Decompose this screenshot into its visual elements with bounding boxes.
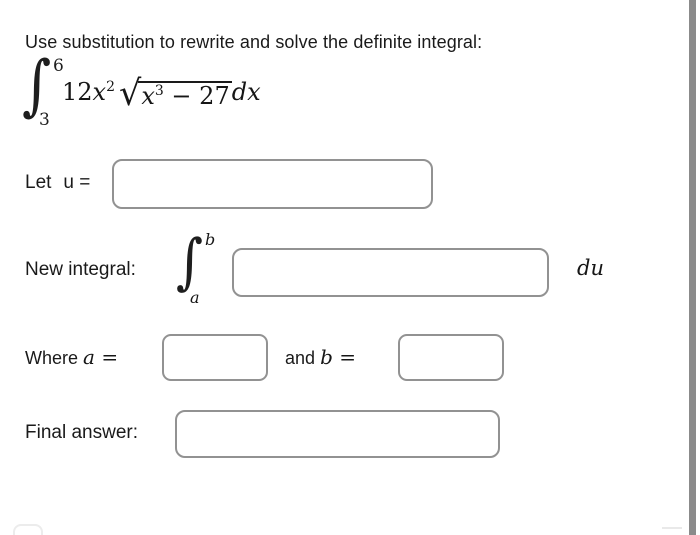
integral-sign: ∫ [22, 47, 52, 124]
partial-element-bottom-right [662, 527, 682, 535]
integrand-coefficient: 12x2 [62, 78, 116, 106]
radical-sign: √ [119, 74, 142, 114]
problem-prompt: Use substitution to rewrite and solve th… [25, 32, 483, 52]
u-substitution-input[interactable] [112, 159, 433, 209]
lower-bound-a-input[interactable] [162, 334, 268, 381]
radicand: x3 − 27 [138, 81, 232, 108]
integral-lower-limit-a: a [190, 288, 200, 307]
integrand-expression: 12x2 √ x3 − 27 dx [62, 74, 261, 114]
new-integral-label: New integral: [25, 259, 136, 280]
partial-element-bottom-left [13, 524, 43, 535]
upper-bound-b-input[interactable] [398, 334, 504, 381]
definite-integral-symbol: ∫ 6 3 [22, 52, 70, 131]
final-answer-input[interactable] [175, 410, 500, 458]
differential-du: du [577, 256, 604, 280]
final-answer-label: Final answer: [25, 422, 138, 443]
integral-lower-limit: 3 [39, 110, 50, 130]
integral-upper-limit-b: b [205, 230, 216, 249]
integral-upper-limit: 6 [53, 56, 64, 76]
integral-sign: ∫ [176, 227, 204, 297]
new-integral-symbol: ∫ b a [176, 227, 220, 307]
scrollbar-thumb[interactable] [689, 0, 696, 535]
differential-dx: dx [231, 78, 261, 106]
square-root: √ x3 − 27 [119, 74, 232, 114]
and-b-label: and b = [285, 345, 356, 369]
new-integrand-input[interactable] [232, 248, 549, 297]
where-a-label: Where a = [25, 345, 119, 369]
